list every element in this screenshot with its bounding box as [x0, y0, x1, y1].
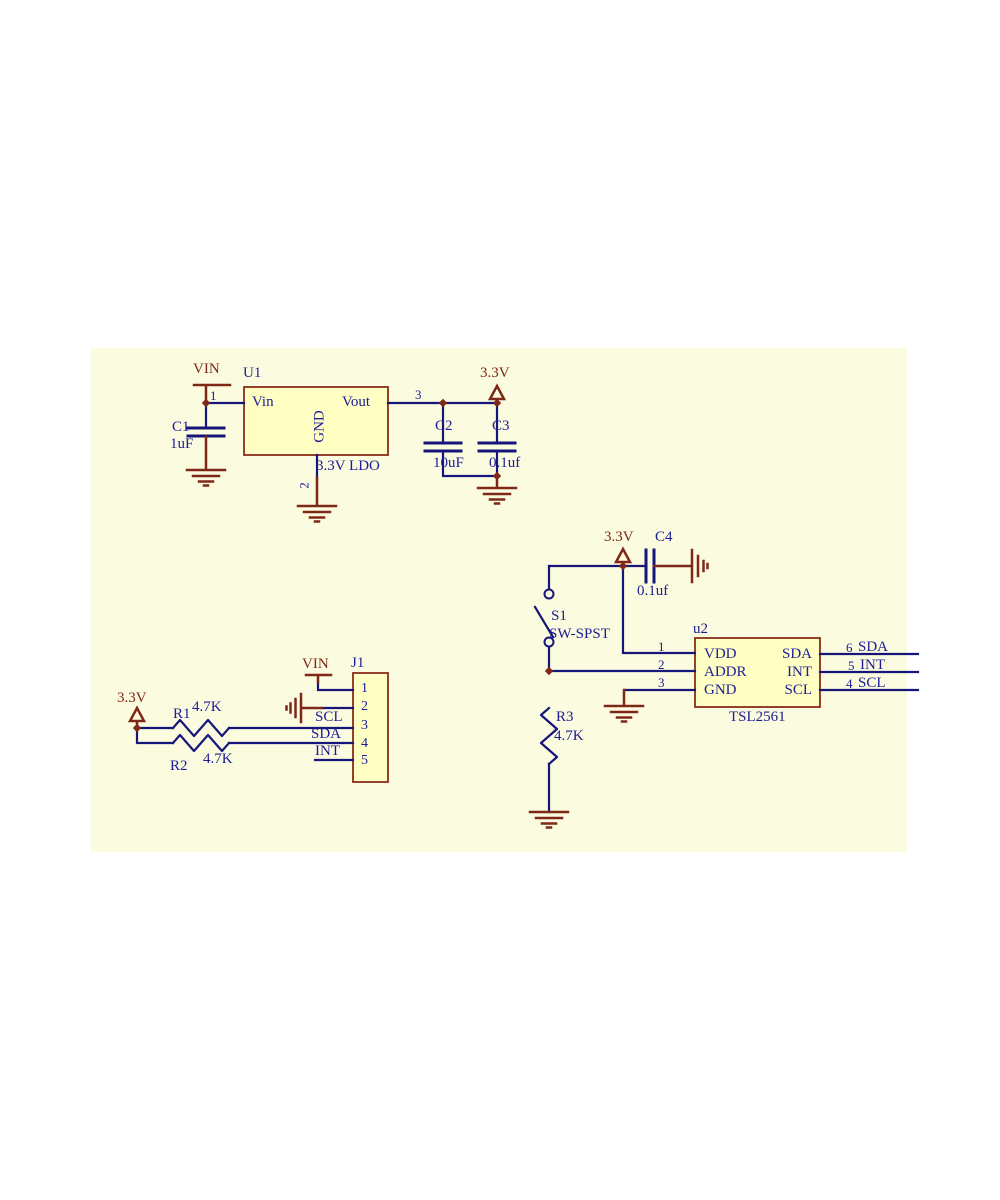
j1-pin1-number: 1 [361, 681, 368, 696]
u2-pin-vdd-name: VDD [704, 646, 737, 662]
c3-ref-label: C3 [492, 418, 510, 434]
wires [135, 401, 920, 814]
junction-dot [438, 398, 448, 408]
ground-u2-icon [603, 688, 645, 723]
u2-sensor-body [694, 637, 821, 708]
junction-dot [132, 723, 142, 733]
u2-pin3-number: 3 [658, 675, 665, 690]
c1-value-label: 1uF [170, 436, 194, 452]
u2-pin-gnd-name: GND [704, 682, 737, 698]
c4-value-label: 0.1uf [637, 583, 669, 599]
r3-value-label: 4.7K [554, 728, 584, 744]
sda-net-label-j1: SDA [311, 726, 342, 742]
junction-dot [492, 471, 502, 481]
int-net-label-u2: INT [860, 657, 885, 673]
schematic-canvas [91, 348, 907, 852]
c1-ref-label: C1 [172, 419, 190, 435]
s1-switch [533, 588, 555, 648]
vin-net-label-j1: VIN [302, 656, 329, 672]
j1-ref-label: J1 [351, 655, 365, 671]
j1-pin5-number: 5 [361, 753, 368, 768]
s1-switch-terminal-top [543, 588, 555, 600]
ground-c2c3-icon [476, 474, 518, 505]
r1-value-label: 4.7K [192, 699, 222, 715]
u1-pin2-number: 2 [296, 482, 312, 489]
ground-j1-icon [285, 692, 324, 724]
u1-pin1-number: 1 [210, 388, 217, 403]
scl-net-label-j1: SCL [315, 709, 343, 725]
j1-pin4-number: 4 [361, 736, 368, 751]
junction-dot [492, 398, 502, 408]
j1-connector-body [352, 672, 389, 783]
u2-pin2-number: 2 [658, 657, 665, 672]
u2-ref-label: u2 [693, 621, 708, 637]
u2-pin5-number: 5 [848, 658, 855, 673]
int-net-label-j1: INT [315, 743, 340, 759]
s1-ref-label: S1 [551, 608, 567, 624]
c2-value-label: 10uF [433, 455, 464, 471]
u1-pin3-number: 3 [415, 387, 422, 402]
vin-power-bar-j1 [304, 673, 333, 684]
r2-resistor [171, 733, 231, 753]
r3-ref-label: R3 [556, 709, 574, 725]
u2-pin6-number: 6 [846, 640, 853, 655]
c4-ref-label: C4 [655, 529, 673, 545]
33v-net-label-c4: 3.3V [604, 529, 634, 545]
u2-pin-scl-name: SCL [784, 682, 812, 698]
c2-capacitor [423, 441, 463, 453]
junction-dots [132, 398, 628, 733]
u2-pin4-number: 4 [846, 676, 853, 691]
c1-capacitor [186, 426, 226, 438]
c3-capacitor [477, 441, 517, 453]
wire-vdd [621, 564, 697, 655]
u1-pin-vin-name: Vin [252, 394, 274, 410]
c3-value-label: 0.1uf [489, 455, 521, 471]
s1-switch-blade [533, 605, 555, 639]
ground-symbols [185, 435, 709, 829]
33v-net-label-left: 3.3V [117, 690, 147, 706]
u2-pin1-number: 1 [658, 639, 665, 654]
wire-sda [135, 726, 355, 745]
c2-ref-label: C2 [435, 418, 453, 434]
junction-dot [201, 398, 211, 408]
scl-net-label-u2: SCL [858, 675, 886, 691]
j1-pin3-number: 3 [361, 718, 368, 733]
u1-regulator-body [243, 386, 389, 456]
u2-pin-int-name: INT [787, 664, 812, 680]
sda-net-label-u2: SDA [858, 639, 889, 655]
r1-ref-label: R1 [173, 706, 191, 722]
u1-description-label: 3.3V LDO [316, 458, 380, 474]
component-boxes [243, 386, 821, 783]
ground-r3-icon [528, 810, 570, 829]
j1-pin2-number: 2 [361, 699, 368, 714]
ground-u1-icon [296, 476, 338, 523]
u1-pin-gnd-name: GND [311, 410, 328, 443]
wires-u2-right-stubs [818, 652, 920, 692]
junction-dot [618, 561, 628, 571]
r1-resistor [171, 718, 231, 738]
junction-dot [544, 666, 554, 676]
u2-part-label: TSL2561 [729, 709, 786, 725]
wire-c2 [441, 401, 499, 478]
wire-j1-vin [316, 680, 355, 692]
r2-value-label: 4.7K [203, 751, 233, 767]
vin-net-label-u1: VIN [193, 361, 220, 377]
ground-c4-icon [652, 548, 709, 584]
33v-net-label-top: 3.3V [480, 365, 510, 381]
s1-switch-terminal-bottom [543, 636, 555, 648]
r3-resistor [539, 706, 559, 814]
u2-pin-sda-name: SDA [781, 646, 812, 662]
u1-pin-vout-name: Vout [342, 394, 371, 410]
r2-ref-label: R2 [170, 758, 188, 774]
s1-value-label: SW-SPST [549, 626, 610, 642]
ground-c1-icon [185, 435, 227, 487]
u1-ref-label: U1 [243, 365, 262, 381]
u2-pin-addr-name: ADDR [704, 664, 747, 680]
